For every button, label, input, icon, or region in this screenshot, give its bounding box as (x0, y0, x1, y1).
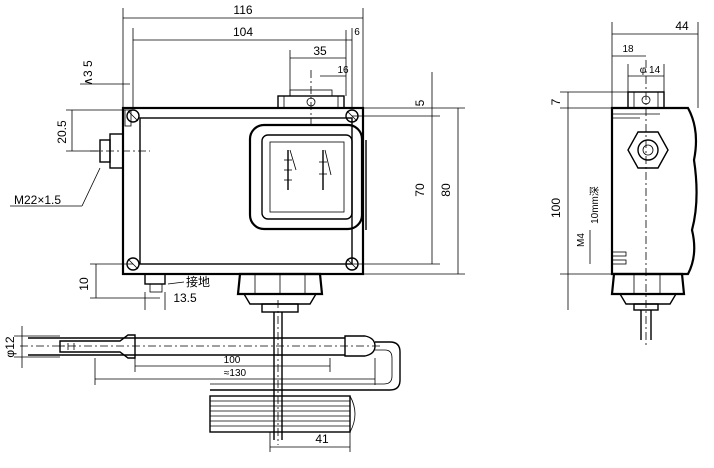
dim-10: 10 (77, 277, 91, 291)
dim-35: 35 (313, 44, 327, 58)
dim-5: 5 (413, 99, 427, 106)
dim-phi12: φ12 (3, 336, 17, 357)
m4-holes (611, 251, 627, 265)
side-view: 44 18 φ 14 7 100 M4 10mm深 (549, 19, 699, 345)
dial-scale-area (269, 141, 345, 213)
thread-label: M22×1.5 (14, 193, 61, 207)
capillary-loop (210, 341, 401, 391)
dim-70: 70 (413, 183, 427, 197)
dim-18: 18 (622, 44, 634, 55)
dim-10mm-deep: 10mm深 (589, 186, 601, 224)
corner-screw-top-left (126, 109, 140, 123)
dial-window-outer (248, 123, 364, 231)
ground-leader (167, 281, 185, 285)
dim-16: 16 (337, 65, 349, 76)
thread-leader (81, 167, 101, 207)
ground-terminal (144, 273, 166, 293)
dim-phi14: φ 14 (640, 65, 661, 76)
front-view: 116 104 35 6 16 ∧3 5 20.5 M22×1.5 5 70 8… (10, 3, 465, 445)
dim-80: 80 (439, 183, 453, 197)
scale-indicator-right (319, 149, 332, 190)
dim-20-5: 20.5 (55, 120, 69, 144)
scale-indicator-left (284, 149, 297, 190)
dim-m4: M4 (576, 233, 587, 247)
capillary-coil (209, 395, 356, 433)
dim-100-probe: 100 (224, 355, 241, 366)
dim-7: 7 (549, 98, 563, 105)
dim-6: 6 (354, 27, 360, 38)
ground-label: 接地 (186, 274, 210, 289)
dim-13-5: 13.5 (173, 291, 197, 305)
housing-inner-outline (139, 117, 353, 265)
dim-100-side: 100 (549, 198, 563, 218)
bottom-nut (236, 272, 324, 313)
side-hex-nut (627, 131, 669, 169)
thread-connector (99, 109, 132, 169)
dim-3-5: ∧3 5 (81, 60, 95, 86)
dim-104: 104 (233, 25, 253, 39)
probe-view: φ12 100 ≈130 41 (3, 326, 401, 452)
housing-outline (121, 106, 365, 276)
dim-130: ≈130 (224, 368, 247, 379)
dim-41: 41 (315, 432, 329, 446)
side-body (610, 106, 698, 276)
dim-44: 44 (675, 19, 689, 33)
dim-116: 116 (233, 3, 252, 17)
side-bottom-fitting (610, 272, 686, 340)
dial-window-inner (261, 134, 353, 220)
